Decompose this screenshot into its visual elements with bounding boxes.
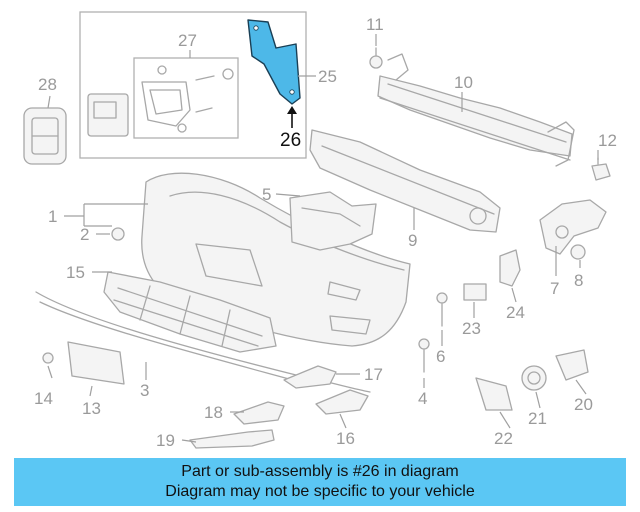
part-10-bumper-beam [377,53,575,167]
part-17-trim [283,365,337,389]
part-7-side-bracket [539,199,607,255]
callout-1: 1 [48,207,57,226]
callout-17: 17 [364,365,383,384]
part-6-screw [436,292,448,327]
part-18-trim [233,401,285,425]
part-20-sensor [555,349,589,381]
part-5-bracket [289,191,377,251]
part-13-plate-bracket [67,341,125,385]
callout-27: 27 [178,31,197,50]
callout-11: 11 [366,15,384,34]
part-14-clip [42,352,54,364]
part-19-trim [189,429,275,449]
part-26-hole-a [253,25,259,31]
part-24-bracket [499,249,521,287]
inset-subbox-27 [133,57,239,139]
part-26-bracket-highlighted [247,19,301,105]
callout-7: 7 [550,279,559,298]
callout-6: 6 [436,347,445,366]
callout-22: 22 [494,429,513,448]
callout-23: 23 [462,319,481,338]
part-2-clip [111,227,125,241]
part-3-spoiler [35,291,371,393]
part-28-marker-light [23,107,67,165]
callout-9: 9 [408,231,417,250]
part-4-screw [418,338,430,373]
part-8-clip [570,244,586,260]
caption-line-2: Diagram may not be specific to your vehi… [165,483,475,500]
callout-19: 19 [156,431,175,450]
callout-24: 24 [506,303,525,322]
callout-12: 12 [598,131,617,150]
leader-lines [47,34,599,443]
part-16-trim [315,389,369,415]
part-12-bolt [591,157,611,181]
part-9-energy-absorber [309,129,501,233]
callout-8: 8 [574,271,583,290]
part-11-bolt [369,47,383,69]
part-15-grille [103,271,277,353]
callout-5: 5 [262,185,271,204]
callout-4: 4 [418,389,427,408]
part-26-hole-b [289,89,295,95]
callout-28: 28 [38,75,57,94]
part-22-sensor-bracket [475,377,513,411]
part-26-arrowhead [287,106,297,114]
part-27-sensor-module [87,65,234,137]
callout-2: 2 [80,225,89,244]
callout-26: 26 [280,130,301,151]
inset-box [79,11,307,159]
caption-line-1: Part or sub-assembly is #26 in diagram [181,463,459,480]
callout-25: 25 [318,67,337,86]
part-23-holder [463,283,487,301]
callout-20: 20 [574,395,593,414]
callout-3: 3 [140,381,149,400]
callout-13: 13 [82,399,101,418]
callout-21: 21 [528,409,547,428]
part-21-sensor-ring [521,365,547,391]
callout-14: 14 [34,389,53,408]
callout-18: 18 [204,403,223,422]
callout-10: 10 [454,73,473,92]
callout-15: 15 [66,263,85,282]
callout-16: 16 [336,429,355,448]
caption-banner: Part or sub-assembly is #26 in diagram D… [14,458,626,506]
